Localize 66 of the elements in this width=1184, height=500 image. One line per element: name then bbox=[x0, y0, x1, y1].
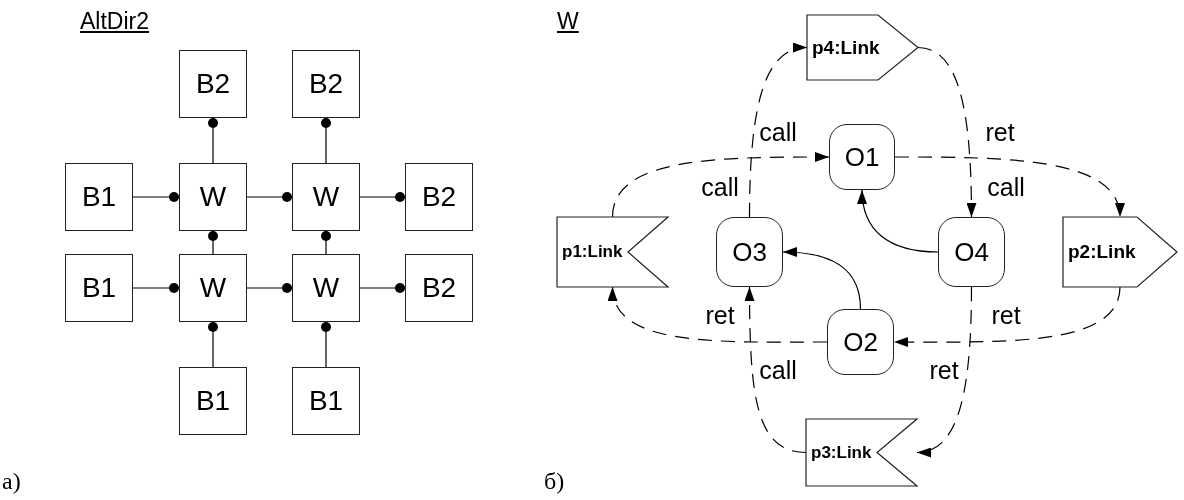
node-label: B2 bbox=[421, 272, 457, 304]
node-label: B2 bbox=[308, 68, 344, 100]
block-box bbox=[65, 254, 133, 322]
block-box bbox=[292, 163, 360, 231]
object-box bbox=[827, 309, 894, 375]
block-box bbox=[292, 50, 360, 118]
connector-line bbox=[132, 283, 180, 293]
node-label: B1 bbox=[81, 181, 117, 213]
node-label: O3 bbox=[732, 236, 767, 268]
arrow bbox=[916, 286, 973, 456]
subdiagram-name: W bbox=[557, 8, 579, 35]
block-box bbox=[405, 163, 473, 231]
arrow bbox=[857, 189, 939, 253]
node-label: W bbox=[312, 272, 340, 304]
port-shape bbox=[807, 15, 918, 80]
block-box bbox=[292, 367, 360, 435]
node-label: p2:Link bbox=[1068, 241, 1136, 263]
node-label: p4:Link bbox=[812, 36, 880, 59]
arrow bbox=[917, 46, 977, 218]
connector-line bbox=[208, 117, 218, 164]
connector-line bbox=[321, 117, 331, 164]
arrow bbox=[611, 152, 830, 218]
block-box bbox=[179, 50, 247, 118]
node-label: B1 bbox=[195, 385, 231, 417]
arrow bbox=[782, 247, 862, 310]
node-label: W bbox=[312, 181, 340, 213]
connector-line bbox=[321, 321, 331, 368]
connector-line bbox=[321, 230, 331, 255]
panel-label: б) bbox=[544, 468, 565, 495]
port-shape bbox=[1063, 217, 1177, 287]
connector-line bbox=[132, 192, 180, 202]
connector-line bbox=[246, 283, 293, 293]
node-label: W bbox=[199, 272, 227, 304]
node-label: p1:Link bbox=[562, 242, 623, 262]
node-label: B2 bbox=[421, 181, 457, 213]
connector-line bbox=[246, 192, 293, 202]
arrow bbox=[744, 286, 807, 454]
node-label: O1 bbox=[844, 141, 880, 173]
object-box bbox=[716, 217, 783, 287]
block-box bbox=[405, 254, 473, 322]
object-box bbox=[829, 124, 895, 190]
arrow bbox=[893, 286, 1121, 348]
arrow bbox=[609, 286, 828, 343]
arrow bbox=[748, 44, 808, 218]
block-box bbox=[179, 254, 247, 322]
node-label: B1 bbox=[308, 385, 344, 417]
node-label: W bbox=[199, 181, 227, 213]
connector-line bbox=[208, 230, 218, 255]
connector-line bbox=[359, 192, 406, 202]
block-box bbox=[65, 163, 133, 231]
port-shape bbox=[806, 419, 917, 486]
node-label: O2 bbox=[843, 326, 878, 358]
port-shape bbox=[557, 217, 668, 287]
node-label: O4 bbox=[954, 236, 989, 268]
panel-label: а) bbox=[2, 468, 21, 495]
block-box bbox=[179, 163, 247, 231]
arrow bbox=[894, 156, 1123, 218]
subdiagram-name: AltDir2 bbox=[80, 8, 149, 35]
block-box bbox=[179, 367, 247, 435]
node-label: B1 bbox=[81, 272, 117, 304]
block-box bbox=[292, 254, 360, 322]
object-box bbox=[938, 217, 1005, 287]
node-label: p3:Link bbox=[811, 442, 872, 463]
connector-line bbox=[208, 321, 218, 368]
connector-line bbox=[359, 283, 406, 293]
node-label: B2 bbox=[195, 68, 231, 100]
